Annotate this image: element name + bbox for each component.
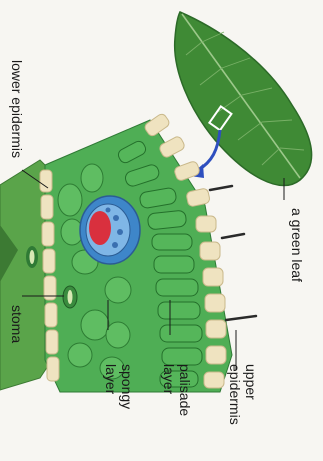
label-palisade-layer-line2: layer (161, 364, 177, 395)
vein-bundle (80, 196, 140, 264)
label-upper-epidermis-line2: epidermis (227, 364, 243, 425)
label-upper-epidermis-line1: upper (243, 364, 259, 400)
label-stoma: stoma (9, 305, 25, 343)
label-a-green-leaf: a green leaf (289, 208, 305, 282)
label-spongy-layer-line1: spongy (119, 364, 135, 409)
label-lower-epidermis: lower epidermis (9, 60, 25, 158)
cross-section-block (0, 112, 256, 392)
green-leaf-illustration (175, 12, 312, 185)
label-spongy-layer-line2: layer (103, 364, 119, 395)
label-palisade-layer-line1: palisade (177, 364, 193, 416)
